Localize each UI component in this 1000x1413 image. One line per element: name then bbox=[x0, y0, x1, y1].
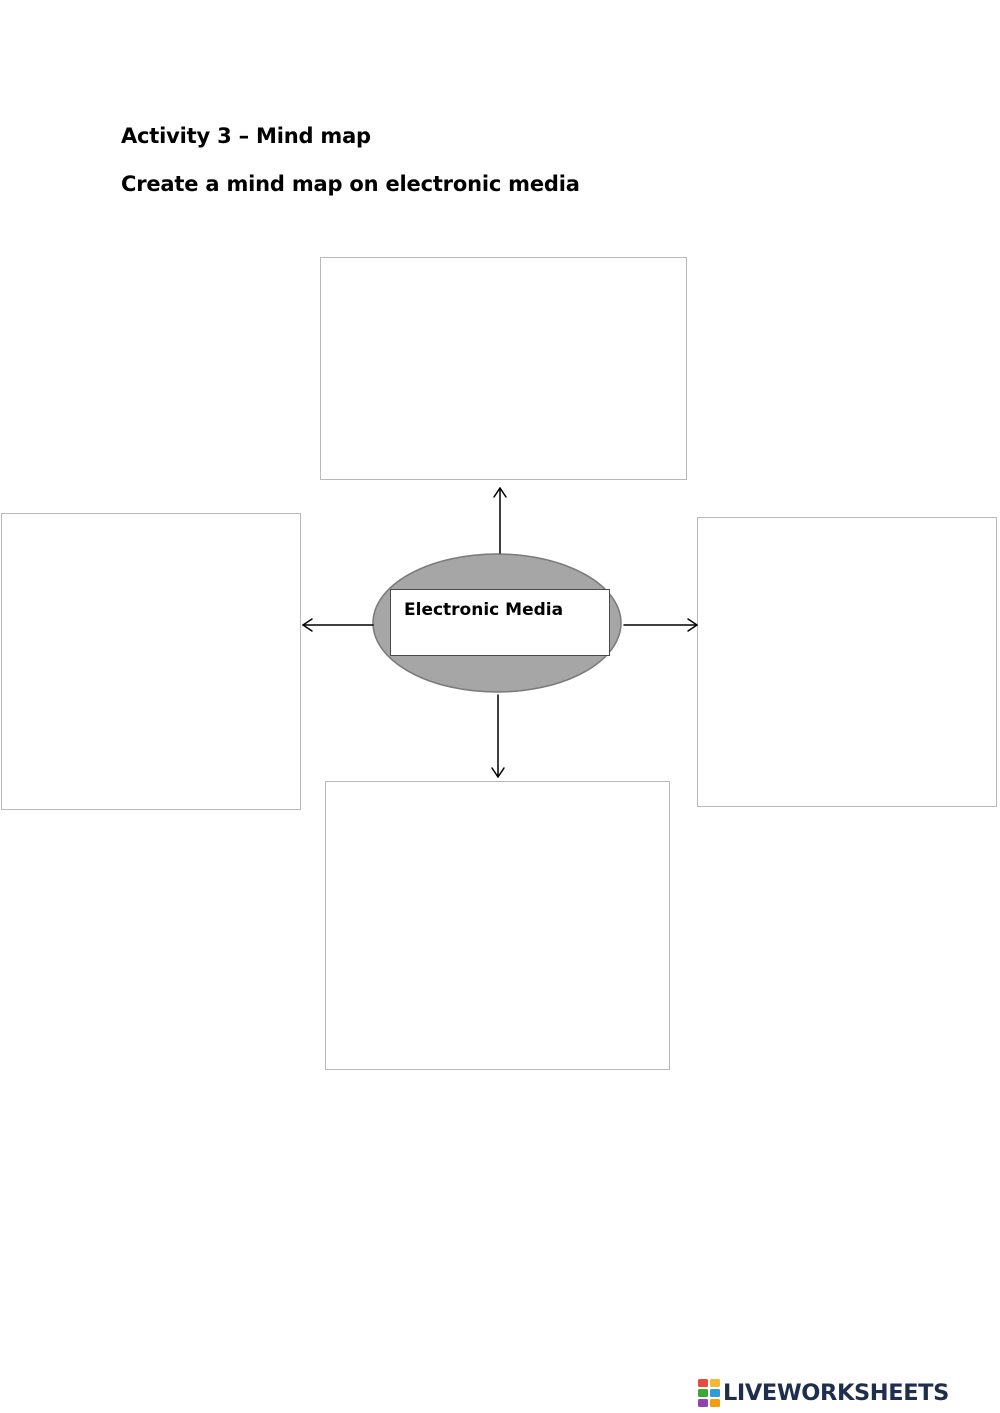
liveworksheets-logo-text: LIVEWORKSHEETS bbox=[723, 1380, 949, 1406]
arrow-left bbox=[302, 618, 374, 632]
arrow-right bbox=[623, 618, 698, 632]
arrow-up bbox=[493, 487, 507, 554]
answer-box-right[interactable] bbox=[697, 517, 997, 807]
activity-title: Activity 3 – Mind map bbox=[121, 124, 371, 148]
arrow-down bbox=[491, 694, 505, 778]
center-label-box: Electronic Media bbox=[390, 589, 610, 656]
answer-box-bottom[interactable] bbox=[325, 781, 670, 1070]
center-label: Electronic Media bbox=[404, 600, 564, 620]
answer-box-left[interactable] bbox=[1, 513, 301, 810]
liveworksheets-branding: LIVEWORKSHEETS bbox=[698, 1377, 949, 1409]
activity-instruction: Create a mind map on electronic media bbox=[121, 172, 580, 196]
liveworksheets-logo-icon bbox=[698, 1379, 720, 1407]
answer-box-top[interactable] bbox=[320, 257, 687, 480]
